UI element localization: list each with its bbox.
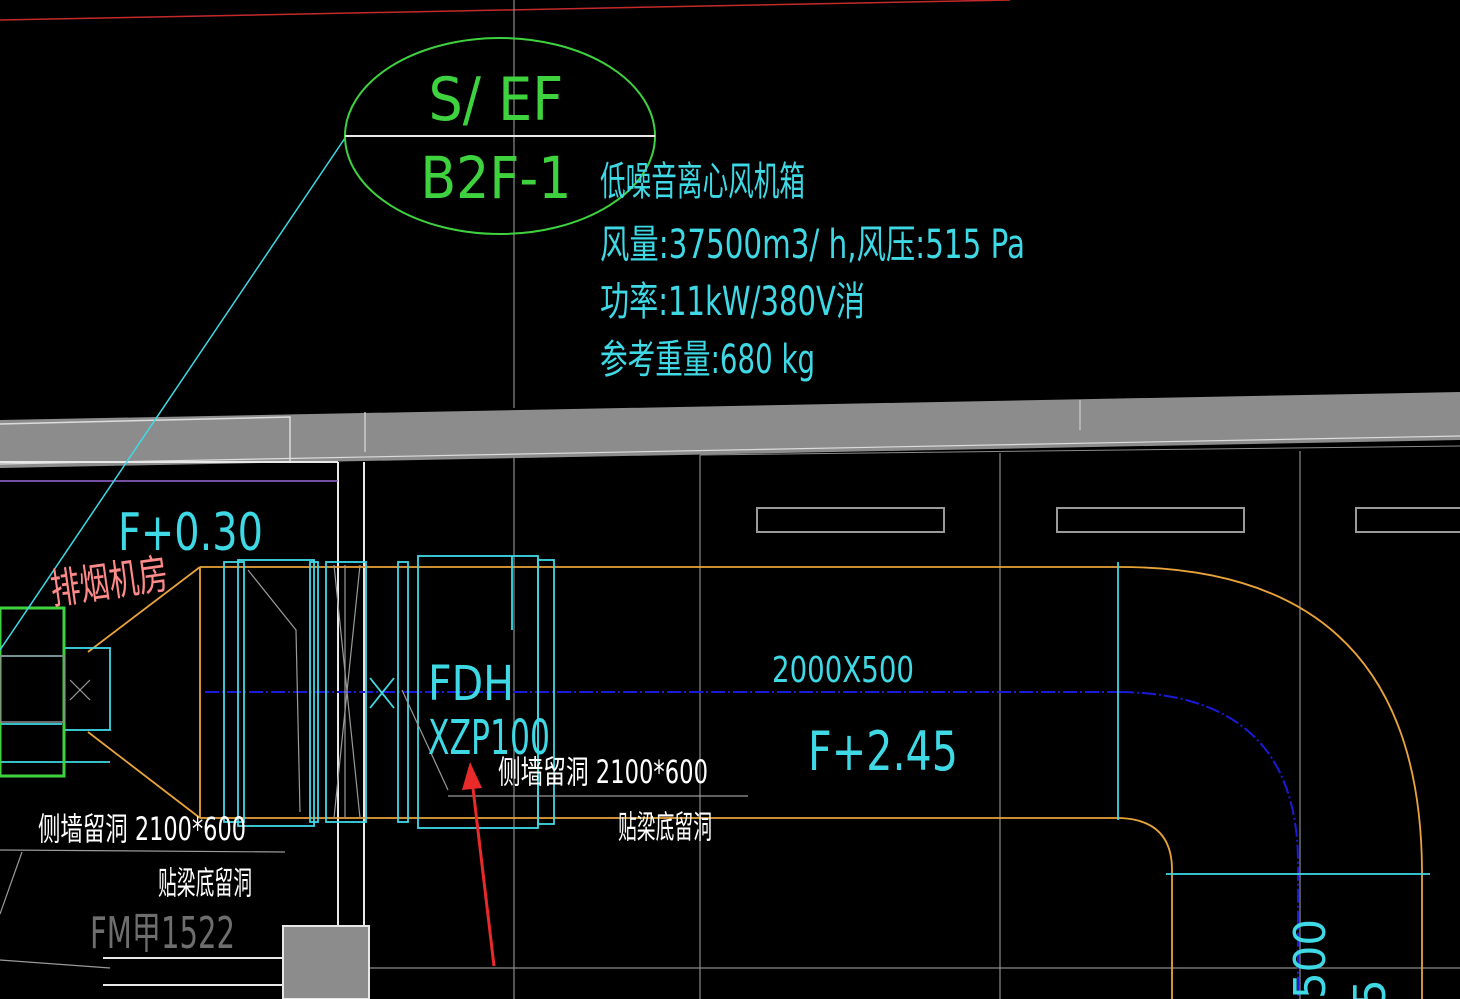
top-red-line xyxy=(0,0,1011,21)
valve-code: FDH xyxy=(428,656,514,712)
opening-beam-left: 贴梁底留洞 xyxy=(158,864,252,902)
opening-beam-right: 贴梁底留洞 xyxy=(618,808,712,846)
tag-leader-line xyxy=(0,137,346,651)
valve-model: XZP100 xyxy=(428,710,550,766)
duct-components xyxy=(0,555,1430,875)
opening-wall-right: 侧墙留洞 2100*600 xyxy=(498,753,708,791)
fan-box xyxy=(0,606,91,778)
opening-notes: 侧墙留洞 2100*600 贴梁底留洞 侧墙留洞 2100*600 贴梁底留洞 xyxy=(38,753,712,902)
spec-line-1: 低噪音离心风机箱 xyxy=(600,159,805,205)
vertical-dimension-partial: 5 xyxy=(1345,979,1396,999)
duct-size: 2000X500 xyxy=(772,650,914,691)
window-openings xyxy=(756,507,1460,533)
equipment-spec: 低噪音离心风机箱 风量:37500m3/ h,风压:515 Pa 功率:11kW… xyxy=(600,159,1025,383)
spec-line-3: 功率:11kW/380V消 xyxy=(600,279,865,325)
structural-wall-band xyxy=(0,392,1460,468)
door-label: FM甲1522 xyxy=(90,908,235,959)
duct-centerline xyxy=(205,691,1299,999)
opening-wall-left: 侧墙留洞 2100*600 xyxy=(38,810,246,848)
duct-level: F+2.45 xyxy=(808,720,958,783)
spec-line-4: 参考重量:680 kg xyxy=(600,337,815,383)
spec-line-2: 风量:37500m3/ h,风压:515 Pa xyxy=(600,222,1025,268)
tag-bottom-text: B2F-1 xyxy=(420,145,571,212)
annotation-arrow xyxy=(462,762,496,967)
tag-top-text: S/ EF xyxy=(429,65,564,134)
level-left: F+0.30 xyxy=(118,503,263,563)
equipment-tag: S/ EF B2F-1 xyxy=(344,37,656,235)
duct-outline xyxy=(87,566,1423,999)
grid-lines xyxy=(366,0,1460,999)
shaft-walls xyxy=(0,461,370,999)
damper-hatch xyxy=(0,564,748,969)
vertical-dimension: 500 xyxy=(1285,919,1336,999)
